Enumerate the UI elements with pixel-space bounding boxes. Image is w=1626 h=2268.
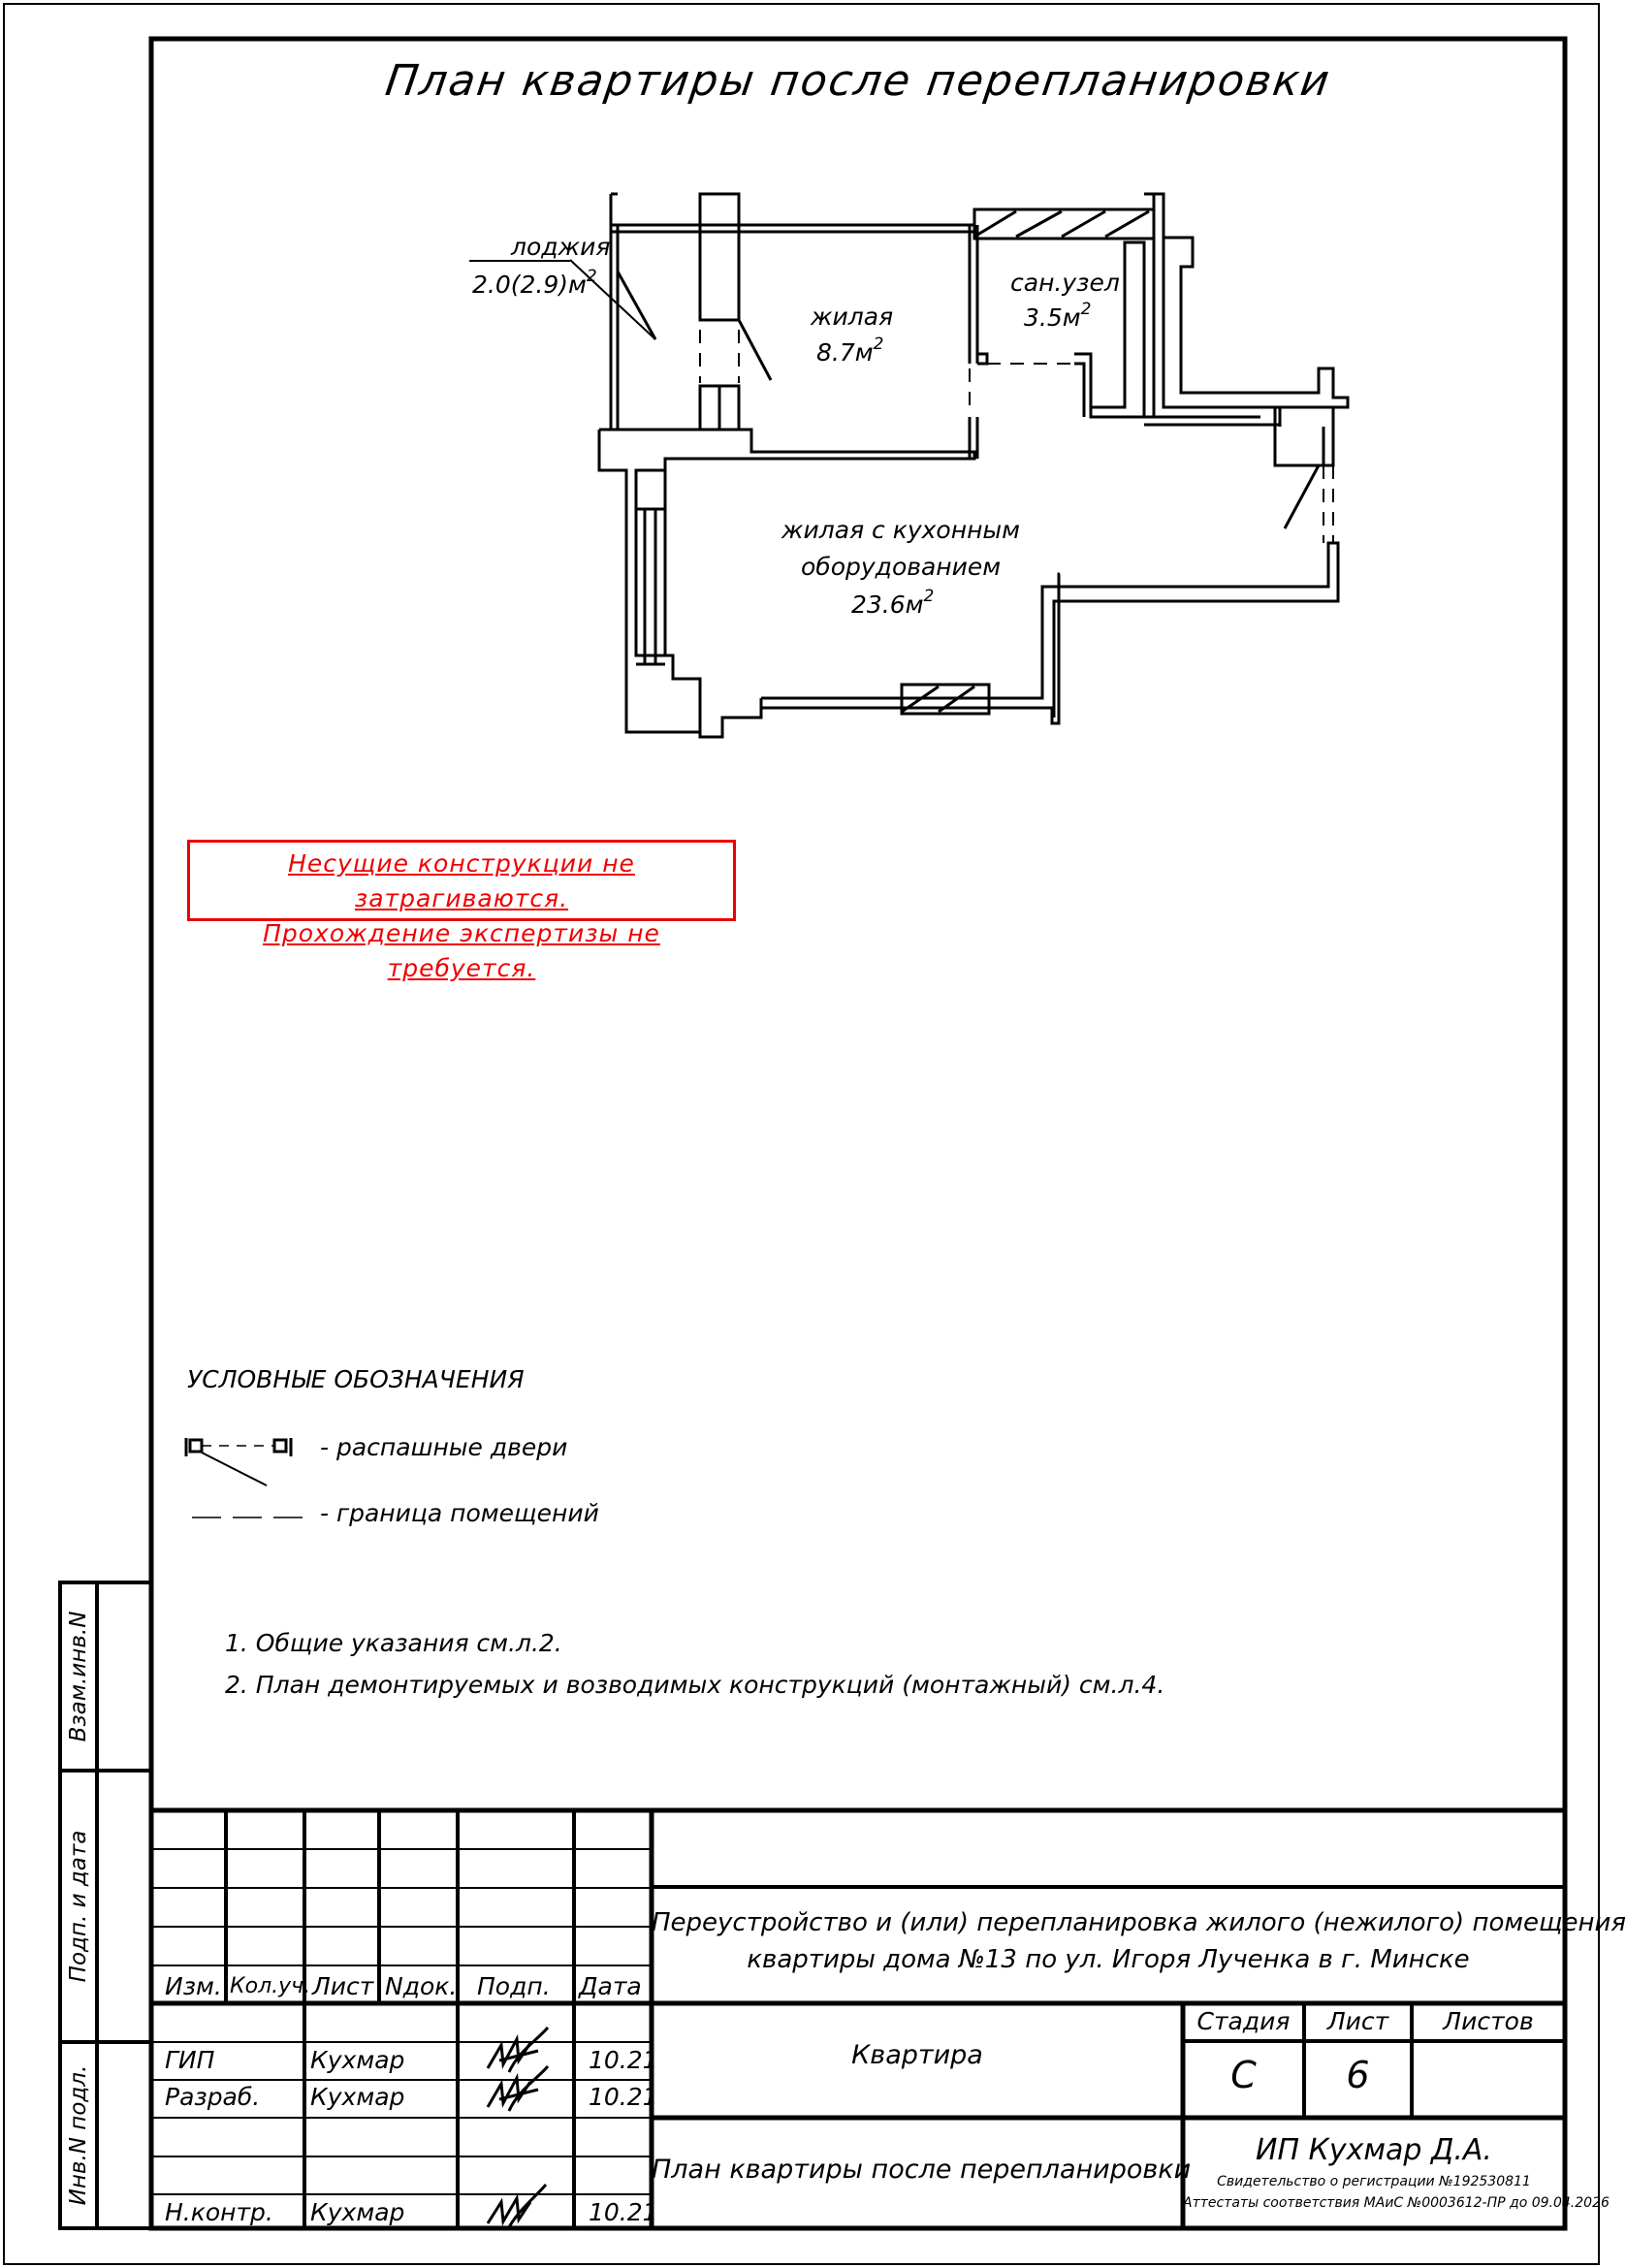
tb-header-change: Изм. [165,1972,222,2000]
door-legend-symbol [184,1438,293,1486]
tb-object: Квартира [851,2040,983,2070]
tb-date-developer: 10.21 [589,2083,658,2111]
signature-2 [486,2065,550,2112]
tb-sheets-label: Листов [1443,2007,1534,2035]
tb-date-control: 10.21 [589,2198,658,2226]
tb-name-developer: Кухмар [310,2083,405,2111]
notice-line-2: Прохождение экспертизы не требуется. [263,919,660,982]
tb-cert-registration: Свидетельство о регистрации №192530811 [1217,2174,1531,2189]
tb-project-line-2: квартиры дома №13 по ул. Игоря Лученка в… [747,1945,1470,1974]
notice-box: Несущие конструкции не затрагиваются. Пр… [187,840,736,982]
kitchen-living-name-line2: оборудованием [801,553,1001,581]
living-room-name-label: жилая [810,303,893,331]
loggia-area-label: 2.0(2.9)м2 [472,267,597,299]
note-2: 2. План демонтируемых и возводимых конст… [225,1671,1165,1699]
side-stamp-inventory-label: Инв.N подл. [66,2064,91,2206]
floor-plan: лоджия 2.0(2.9)м2 жилая 8.7м2 сан.узел 3… [469,192,1350,739]
signature-1 [486,2027,550,2073]
kitchen-living-area-label: 23.6м2 [851,587,934,619]
tb-company: ИП Кухмар Д.А. [1256,2133,1492,2167]
loggia-name-label: лоджия [510,233,610,261]
tb-stage-label: Стадия [1196,2007,1291,2035]
kitchen-living-name-line1: жилая с кухонным [781,516,1020,544]
tb-header-signature: Подп. [477,1972,551,2000]
bathroom-name-label: сан.узел [1010,269,1120,297]
boundary-legend-symbol [192,1517,303,1518]
boundary-legend-label: - граница помещений [320,1499,599,1527]
tb-project-line-1: Переустройство и (или) перепланировка жи… [652,1908,1626,1937]
tb-header-sheet: Лист [312,1972,374,2000]
living-room-area-label: 8.7м2 [816,335,883,367]
tb-date-chief: 10.21 [589,2046,658,2074]
side-stamp-signature-label: Подп. и дата [66,1830,91,1983]
legend-heading: УСЛОВНЫЕ ОБОЗНАЧЕНИЯ [187,1365,525,1393]
door-legend-label: - распашные двери [320,1433,568,1461]
tb-name-control: Кухмар [310,2198,405,2226]
tb-cert-attestation: Аттестаты соответствия МАиС №0003612-ПР … [1183,2195,1610,2211]
tb-role-control: Н.контр. [165,2198,273,2226]
note-1: 1. Общие указания см.л.2. [225,1629,562,1657]
tb-sheet-title: План квартиры после перепланировки [652,2155,1192,2185]
tb-sheet-value: 6 [1346,2054,1370,2096]
tb-role-developer: Разраб. [165,2083,261,2111]
bathroom-area-label: 3.5м2 [1024,300,1091,332]
page-title: План квартиры после перепланировки [382,56,1334,106]
side-stamp-replacement-label: Взам.инв.N [66,1611,91,1742]
tb-stage-value: С [1230,2054,1257,2096]
tb-sheet-label: Лист [1326,2007,1389,2035]
notice-line-1: Несущие конструкции не затрагиваются. [288,849,635,912]
signature-3 [486,2184,548,2228]
tb-header-doc: Nдок. [385,1972,458,2000]
tb-header-date: Дата [579,1972,642,2000]
tb-name-chief: Кухмар [310,2046,405,2074]
tb-header-qty: Кол.уч. [230,1974,311,1998]
tb-role-chief: ГИП [165,2046,215,2074]
